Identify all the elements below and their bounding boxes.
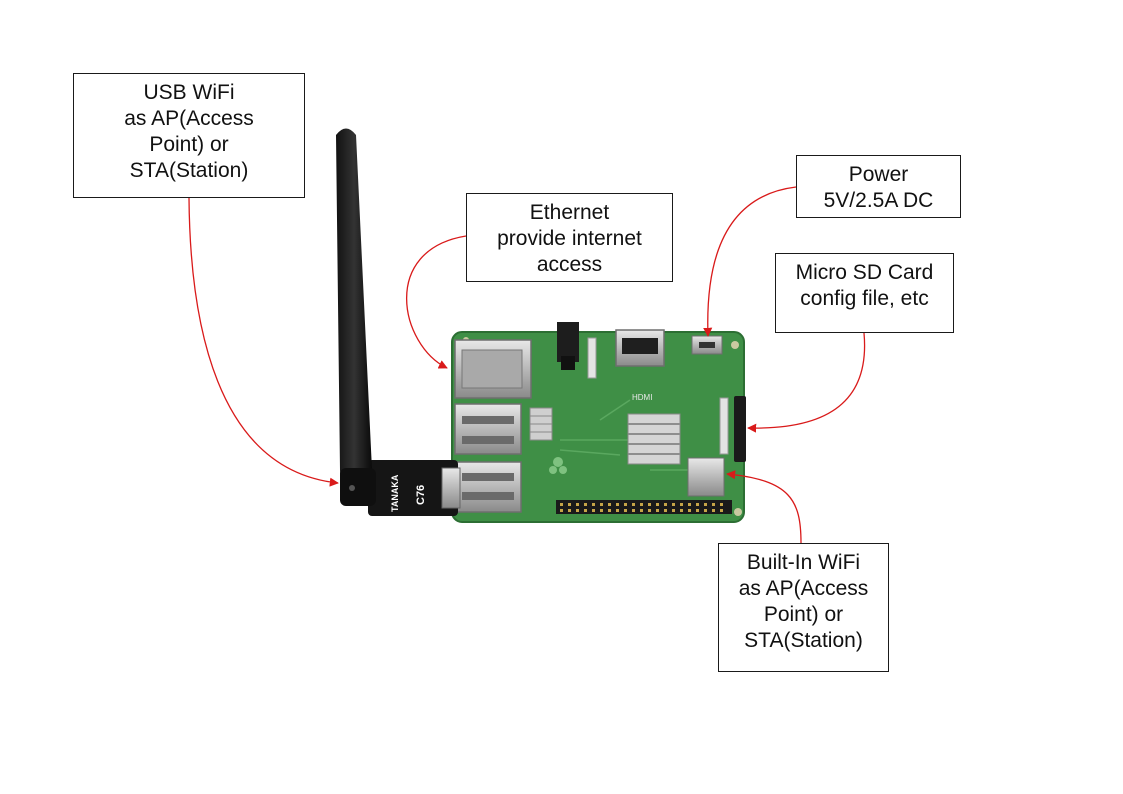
label-builtin-wifi: Built-In WiFi as AP(Access Point) or STA… bbox=[718, 543, 889, 672]
label-builtin-wifi-line-2: as AP(Access bbox=[738, 577, 869, 600]
arrow-sd-card bbox=[747, 332, 866, 433]
gpio-header bbox=[556, 500, 732, 514]
arrow-usb-wifi bbox=[188, 197, 339, 487]
label-sd-card-line-1: Micro SD Card bbox=[795, 261, 934, 284]
label-builtin-wifi-line-3: Point) or bbox=[763, 603, 844, 626]
ethernet-port bbox=[454, 339, 532, 399]
label-ethernet-line-3: access bbox=[536, 253, 603, 276]
label-power-line-1: Power bbox=[848, 163, 909, 186]
dongle-brand: TANAKA bbox=[390, 474, 400, 512]
arrow-ethernet bbox=[405, 235, 467, 369]
label-ethernet: Ethernet provide internet access bbox=[466, 193, 673, 282]
arrow-builtin-wifi bbox=[726, 470, 802, 544]
label-builtin-wifi-line-4: STA(Station) bbox=[744, 629, 863, 652]
micro-sd-card bbox=[734, 396, 746, 462]
heatsink-cpu bbox=[627, 413, 681, 465]
label-usb-wifi-line-1: USB WiFi bbox=[143, 81, 235, 104]
label-ethernet-line-2: provide internet bbox=[497, 227, 642, 250]
camera-connector bbox=[587, 337, 597, 379]
wifi-antenna bbox=[336, 128, 376, 506]
hdmi-label: HDMI bbox=[632, 393, 652, 402]
usb-wifi-dongle: TANAKA C76 bbox=[368, 460, 461, 516]
label-sd-card-line-2: config file, etc bbox=[800, 287, 929, 310]
audio-jack bbox=[557, 322, 579, 370]
hdmi-port: HDMI bbox=[615, 329, 665, 402]
dongle-model: C76 bbox=[415, 485, 427, 505]
builtin-wifi-chip bbox=[687, 457, 725, 497]
label-usb-wifi-line-2: as AP(Access bbox=[124, 107, 254, 130]
usb-port-bottom bbox=[454, 461, 522, 513]
display-connector bbox=[719, 397, 729, 455]
usb-port-top bbox=[454, 403, 522, 455]
label-sd-card: Micro SD Card config file, etc bbox=[775, 253, 954, 333]
label-power-line-2: 5V/2.5A DC bbox=[823, 189, 934, 212]
label-builtin-wifi-line-1: Built-In WiFi bbox=[746, 551, 861, 574]
label-power: Power 5V/2.5A DC bbox=[796, 155, 961, 218]
arrow-power bbox=[703, 186, 797, 337]
micro-usb-power-port bbox=[691, 335, 723, 355]
label-usb-wifi: USB WiFi as AP(Access Point) or STA(Stat… bbox=[73, 73, 305, 198]
heatsink-small bbox=[529, 407, 553, 441]
label-ethernet-line-1: Ethernet bbox=[529, 201, 610, 224]
label-usb-wifi-line-3: Point) or bbox=[149, 133, 229, 156]
label-usb-wifi-line-4: STA(Station) bbox=[129, 159, 249, 182]
raspberry-logo-icon bbox=[549, 457, 567, 474]
callout-arrows bbox=[188, 186, 866, 544]
